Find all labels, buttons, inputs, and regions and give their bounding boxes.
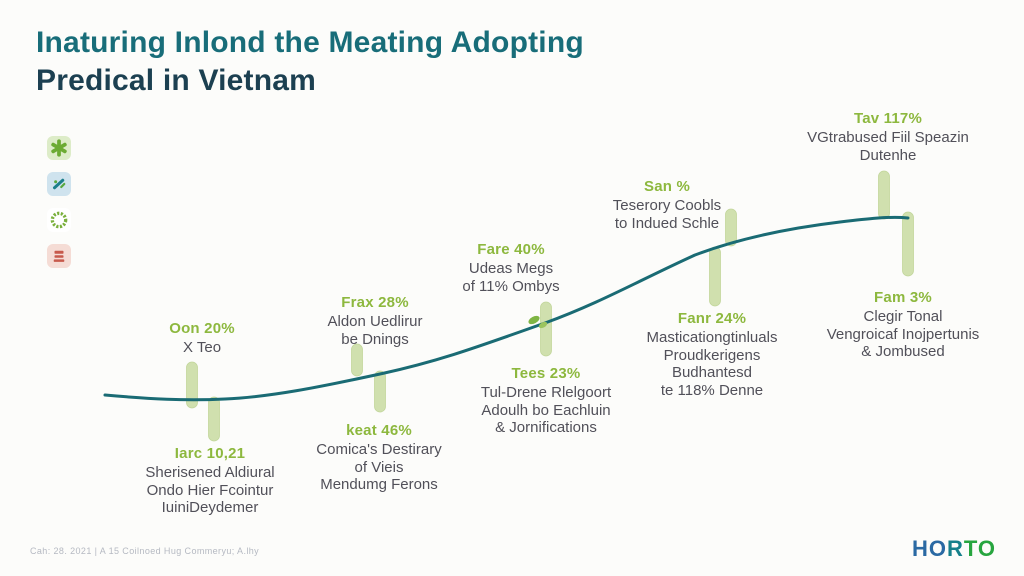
milestone-text: Tul-Drene Rlelgoort	[480, 384, 612, 401]
milestone-marker	[902, 211, 914, 277]
wreath-icon	[47, 208, 71, 232]
milestone-text: Budhantesd	[671, 364, 753, 381]
milestone-marker	[186, 361, 198, 409]
milestone-text: VGtrabused Fiil Speazin	[807, 129, 969, 146]
milestone-marker	[540, 301, 552, 357]
wreath-icon-glyph	[50, 211, 68, 229]
adoption-curve-line	[103, 215, 910, 402]
milestone-marker	[725, 208, 737, 247]
milestone-text: X Teo	[182, 339, 222, 356]
milestone-text: of Vieis	[354, 458, 404, 476]
asterisk-icon-glyph	[51, 139, 67, 157]
milestone-percent: Fare 40%	[477, 241, 545, 258]
milestone-text: be Dnings	[341, 330, 409, 348]
milestone-text: Vengroicaf Inojpertunis	[826, 325, 980, 343]
horto-logo-part: R	[946, 536, 964, 561]
leaf-icon	[528, 315, 548, 329]
milestone-text: Mendumg Ferons	[320, 476, 438, 493]
milestone-marker	[351, 343, 363, 377]
milestone-text: Clegir Tonal	[863, 308, 943, 325]
page-title: Inaturing Inlond the Meating Adopting Pr…	[36, 24, 584, 100]
building-icon	[47, 244, 71, 268]
milestone-percent: Frax 28%	[341, 294, 409, 311]
page-title-line2: Predical in Vietnam	[36, 64, 317, 97]
milestone-text: & Jombused	[861, 343, 945, 360]
milestone-text: Proudkerigens	[663, 346, 761, 364]
milestone-text: te 118% Denne	[660, 381, 764, 399]
milestone-text: of 11% Ombys	[462, 277, 560, 295]
milestone-percent: Fam 3%	[874, 289, 932, 306]
milestone-text: & Jornifications	[495, 419, 597, 436]
side-icon-column	[47, 136, 71, 268]
milestone-percent: Tees 23%	[511, 365, 581, 382]
milestone-text: Teserory Coobls	[612, 197, 722, 214]
milestone-text: Ondo Hier Fcointur	[146, 481, 274, 499]
milestone-text: Dutenhe	[859, 146, 917, 164]
footer-note: Cah: 28. 2021 | A 15 Coilnoed Hug Commer…	[30, 546, 260, 556]
building-icon-glyph	[53, 250, 65, 262]
milestone-text: Masticationgtinluals	[646, 329, 778, 346]
horto-logo: HORTO	[912, 536, 996, 562]
milestone-marker	[878, 170, 890, 220]
milestone-text: to Indued Schle	[614, 214, 720, 232]
milestone-percent: Fanr 24%	[677, 310, 747, 327]
milestone-text: Udeas Megs	[468, 260, 554, 277]
milestone-marker	[709, 246, 721, 307]
milestone-text: Aldon Uedlirur	[327, 313, 423, 330]
milestone-text: Comica's Destirary	[316, 441, 442, 458]
vaccine-icon	[47, 172, 71, 196]
milestone-text: Adoulh bo Eachluin	[481, 401, 611, 419]
asterisk-icon	[47, 136, 71, 160]
milestone-percent: keat 46%	[346, 422, 412, 439]
milestone-label-above: Oon 20% X Teo	[169, 320, 235, 357]
horto-logo-part: HO	[911, 536, 947, 561]
milestone-marker	[208, 396, 220, 442]
milestone-percent: Iarc 10,21	[174, 445, 246, 462]
milestone-text: Sherisened Aldiural	[145, 464, 275, 481]
milestone-percent: San %	[643, 178, 691, 195]
milestone-percent: Oon 20%	[169, 320, 235, 337]
horto-logo-part: TO	[963, 536, 996, 561]
page-title-line1: Inaturing Inlond the Meating Adopting	[36, 26, 584, 59]
milestone-marker	[374, 370, 386, 413]
vaccine-icon-glyph	[53, 178, 66, 190]
milestone-percent: Tav 117%	[853, 110, 923, 127]
milestone-text: IuiniDeydemer	[161, 499, 259, 516]
